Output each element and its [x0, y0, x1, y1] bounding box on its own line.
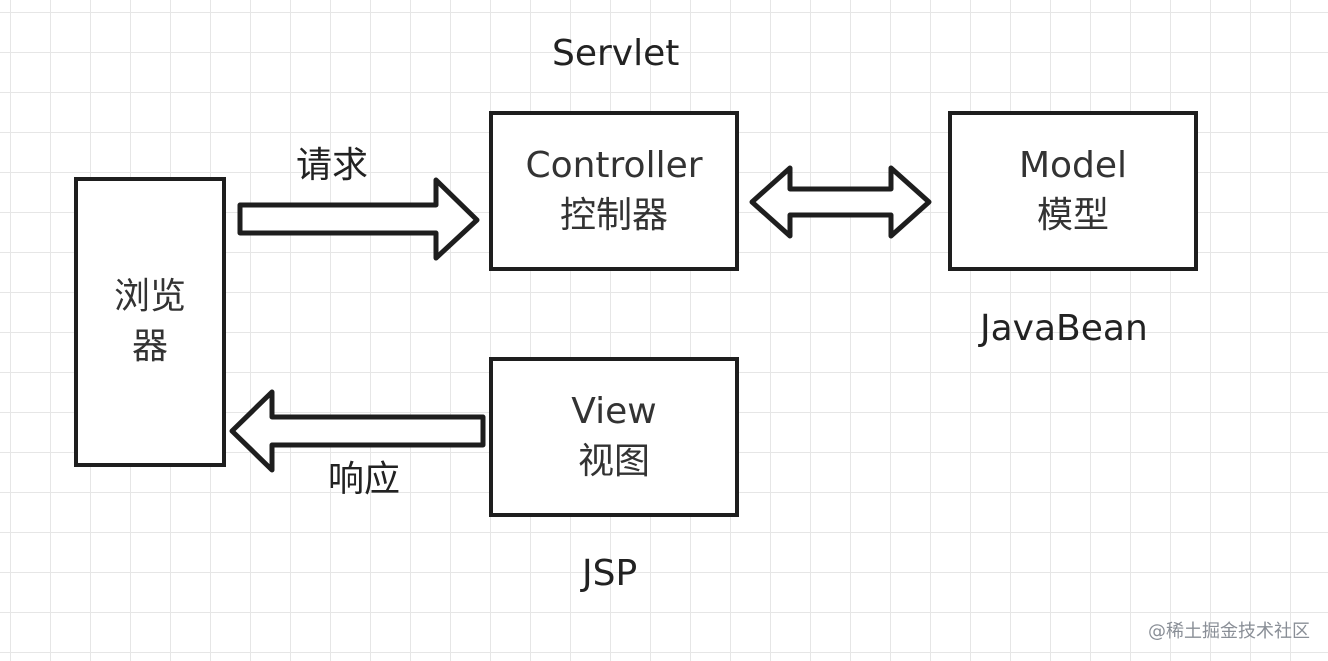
- controller-subtitle: 控制器: [559, 195, 668, 236]
- browser-label-line2: 器: [131, 326, 168, 367]
- javabean-label: JavaBean: [980, 308, 1148, 349]
- view-box: View 视图: [489, 357, 739, 517]
- request-label: 请求: [296, 145, 369, 186]
- view-title: View: [571, 390, 657, 432]
- model-subtitle: 模型: [1036, 195, 1109, 236]
- response-label: 响应: [328, 459, 401, 500]
- jsp-label: JSP: [582, 553, 638, 594]
- controller-model-double-arrow: [749, 165, 932, 239]
- controller-box: Controller 控制器: [489, 111, 739, 271]
- browser-box: 浏览 器: [74, 177, 226, 467]
- watermark: @稀土掘金技术社区: [1148, 621, 1310, 642]
- browser-label-line1: 浏览: [113, 275, 186, 317]
- servlet-label: Servlet: [552, 33, 680, 74]
- model-box: Model 模型: [948, 111, 1198, 271]
- controller-title: Controller: [525, 144, 703, 186]
- model-title: Model: [1018, 144, 1128, 186]
- request-arrow: [237, 177, 480, 261]
- view-subtitle: 视图: [577, 441, 650, 482]
- response-arrow: [229, 389, 486, 473]
